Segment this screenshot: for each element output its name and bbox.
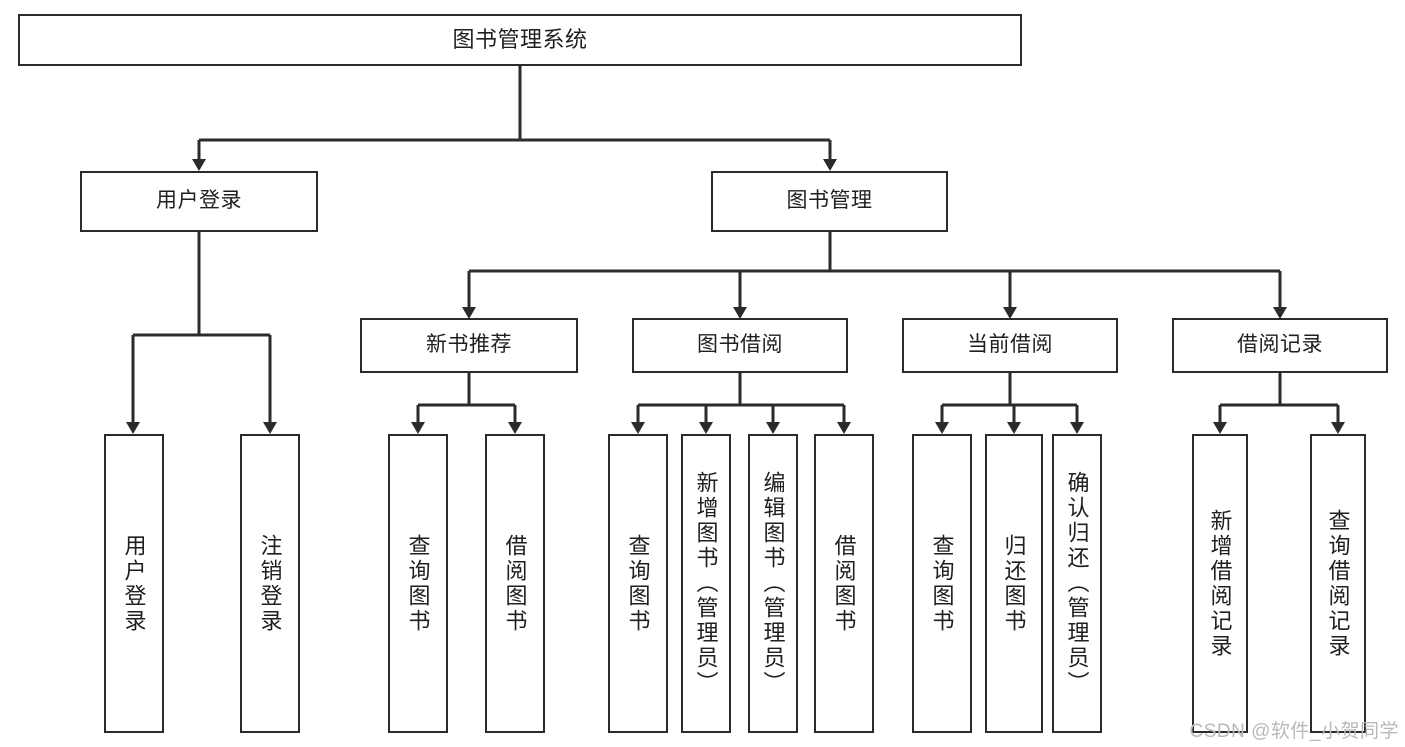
node-new-book-recommend-label: 新书推荐 (426, 333, 512, 357)
node-leaf-query-book-2-label: 查询图书 (625, 533, 651, 634)
node-book-manage[interactable]: 图书管理 (711, 171, 948, 232)
node-user-login-label: 用户登录 (156, 189, 242, 213)
node-borrow-record-label: 借阅记录 (1237, 333, 1323, 357)
node-root[interactable]: 图书管理系统 (18, 14, 1022, 66)
node-new-book-recommend[interactable]: 新书推荐 (360, 318, 578, 373)
node-leaf-add-borrow-record-label: 新增借阅记录 (1207, 508, 1233, 659)
node-leaf-return-book[interactable]: 归还图书 (985, 434, 1043, 733)
node-leaf-query-book-3-label: 查询图书 (929, 533, 955, 634)
node-current-borrow-label: 当前借阅 (967, 333, 1053, 357)
node-leaf-confirm-return-admin-label: 确认归还（管理员） (1064, 471, 1090, 696)
node-current-borrow[interactable]: 当前借阅 (902, 318, 1118, 373)
node-root-label: 图书管理系统 (452, 27, 588, 53)
node-leaf-query-borrow-record-label: 查询借阅记录 (1325, 508, 1351, 659)
node-borrow-record[interactable]: 借阅记录 (1172, 318, 1388, 373)
node-leaf-borrow-book-1-label: 借阅图书 (502, 533, 528, 634)
watermark-text: CSDN @软件_小贺同学 (1189, 721, 1399, 742)
node-leaf-return-book-label: 归还图书 (1001, 533, 1027, 634)
node-leaf-query-book-2[interactable]: 查询图书 (608, 434, 668, 733)
node-book-borrow[interactable]: 图书借阅 (632, 318, 848, 373)
node-leaf-query-book-1-label: 查询图书 (405, 533, 431, 634)
node-leaf-edit-book-admin-label: 编辑图书（管理员） (760, 471, 786, 696)
node-leaf-user-login-label: 用户登录 (121, 533, 147, 634)
node-book-manage-label: 图书管理 (786, 189, 873, 213)
node-leaf-borrow-book-2-label: 借阅图书 (831, 533, 857, 634)
node-leaf-query-book-3[interactable]: 查询图书 (912, 434, 972, 733)
node-leaf-add-book-admin[interactable]: 新增图书（管理员） (681, 434, 731, 733)
node-leaf-user-logout-label: 注销登录 (257, 533, 283, 634)
node-leaf-add-borrow-record[interactable]: 新增借阅记录 (1192, 434, 1248, 733)
node-leaf-borrow-book-2[interactable]: 借阅图书 (814, 434, 874, 733)
node-leaf-edit-book-admin[interactable]: 编辑图书（管理员） (748, 434, 798, 733)
node-leaf-query-borrow-record[interactable]: 查询借阅记录 (1310, 434, 1366, 733)
node-leaf-confirm-return-admin[interactable]: 确认归还（管理员） (1052, 434, 1102, 733)
node-user-login[interactable]: 用户登录 (80, 171, 318, 232)
node-book-borrow-label: 图书借阅 (697, 333, 783, 357)
node-leaf-add-book-admin-label: 新增图书（管理员） (693, 471, 719, 696)
node-leaf-user-logout[interactable]: 注销登录 (240, 434, 300, 733)
node-leaf-query-book-1[interactable]: 查询图书 (388, 434, 448, 733)
node-leaf-user-login[interactable]: 用户登录 (104, 434, 164, 733)
node-leaf-borrow-book-1[interactable]: 借阅图书 (485, 434, 545, 733)
